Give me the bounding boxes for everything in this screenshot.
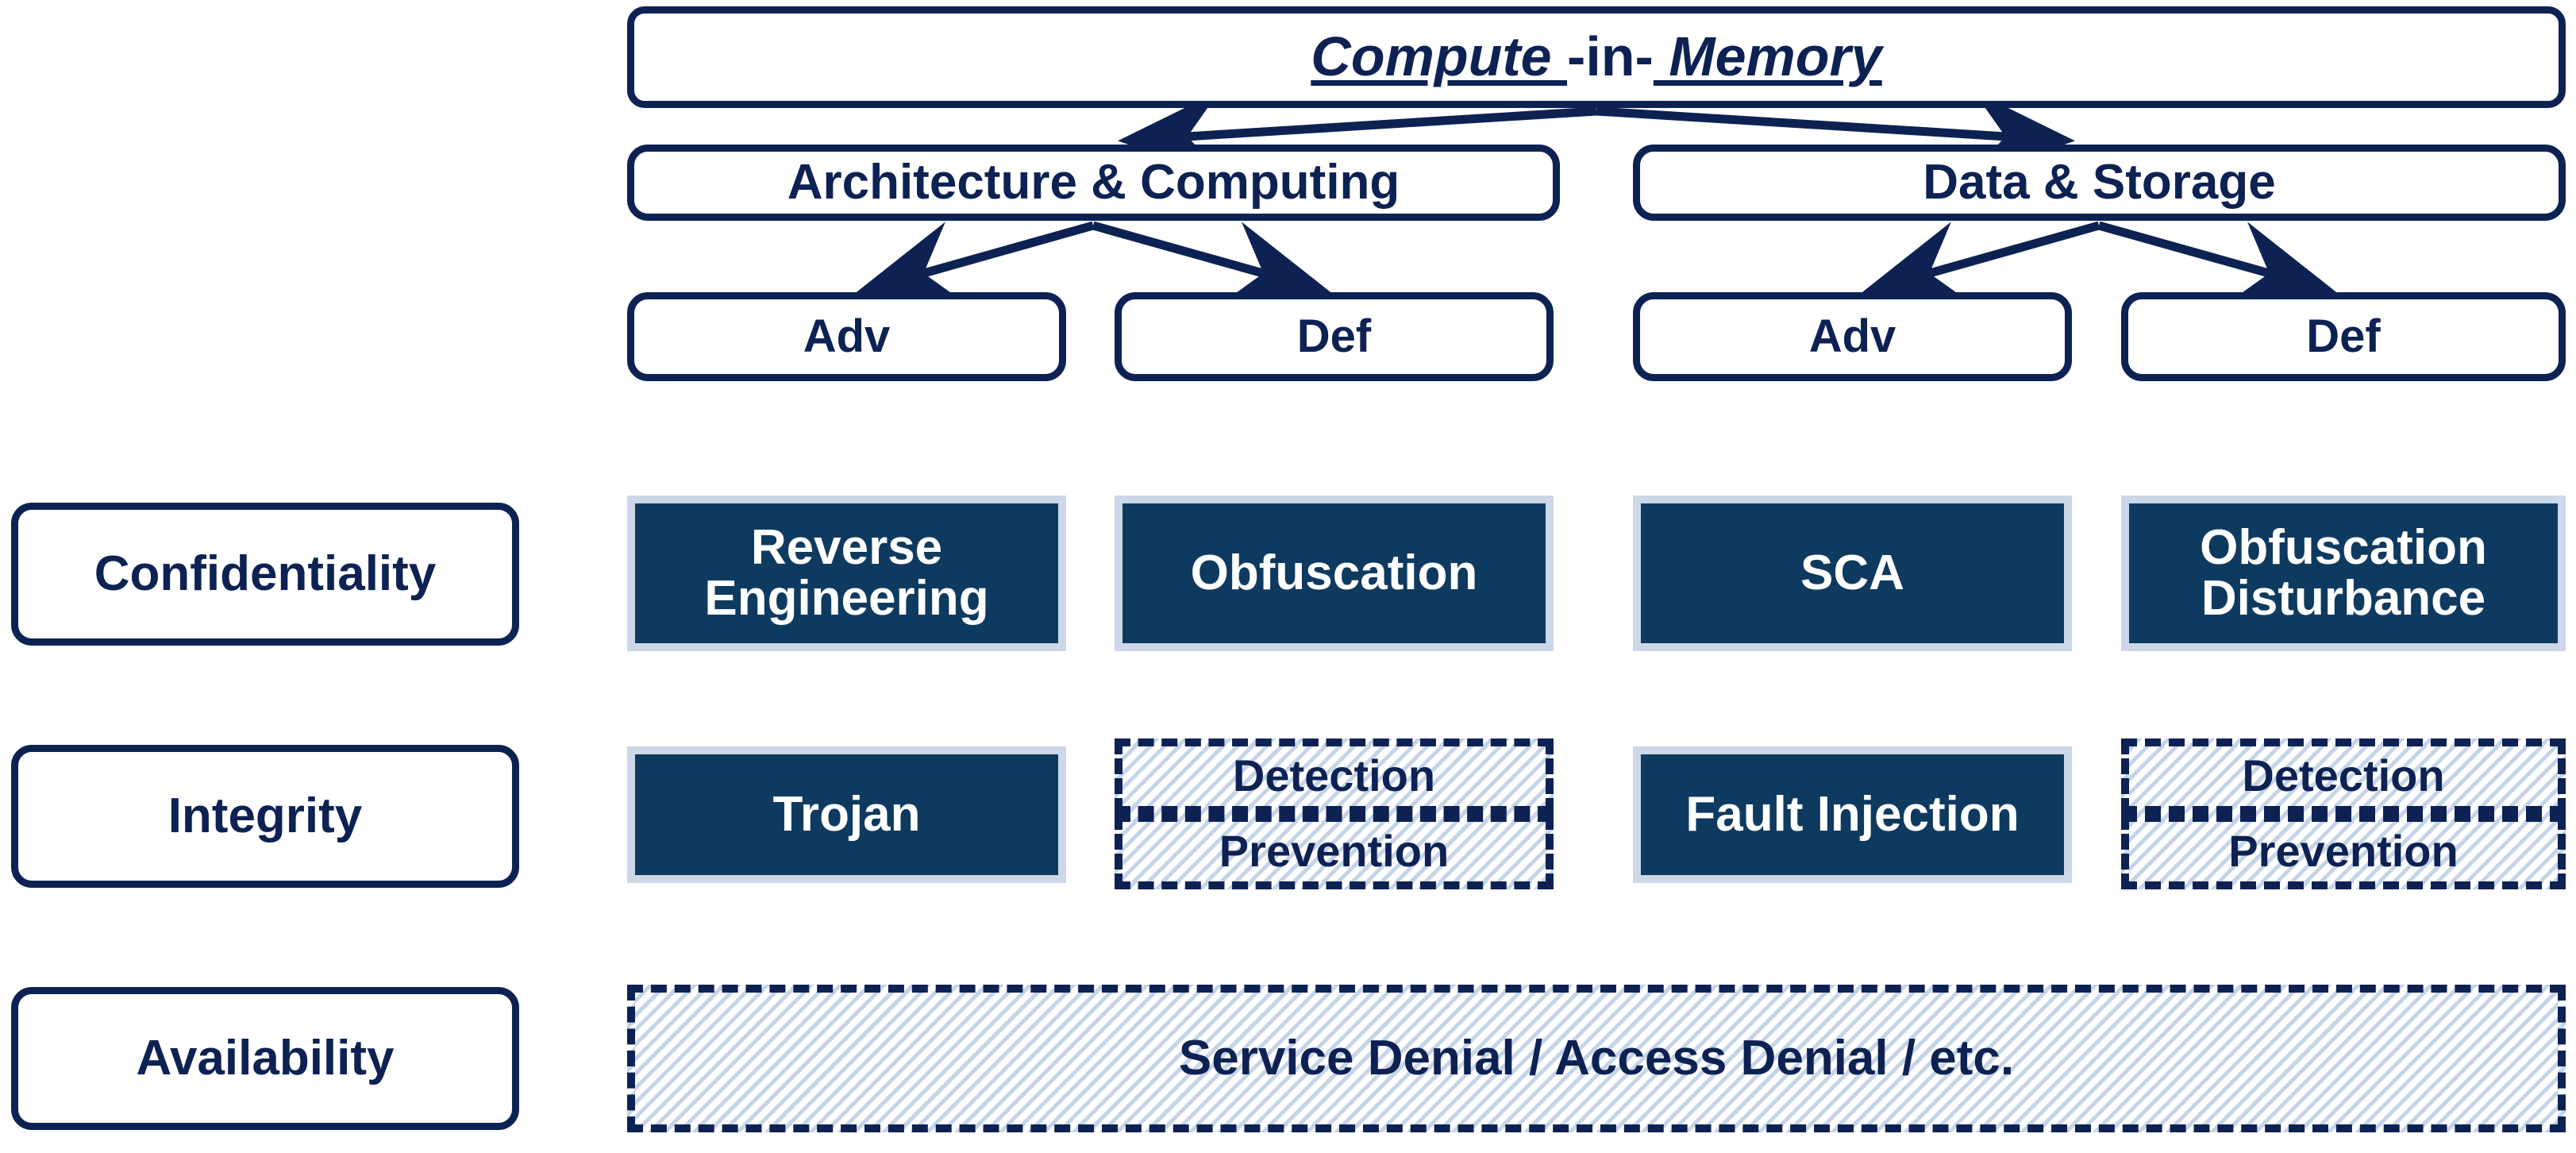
arrow-arch-to-roles	[856, 221, 1331, 307]
cell-integrity-arch-def-prevention: Prevention	[1115, 814, 1554, 889]
cell-confidentiality-arch-def: Obfuscation	[1115, 496, 1554, 651]
cell-confidentiality-data-adv: SCA	[1633, 496, 2072, 651]
cell-integrity-data-adv: Fault Injection	[1633, 746, 2072, 883]
role-arch-def: Def	[1115, 292, 1554, 381]
title-part-in: -in-	[1567, 25, 1654, 88]
cell-integrity-data-def: Detection Prevention	[2121, 738, 2566, 889]
arrow-data-to-roles	[1862, 221, 2337, 307]
role-data-adv: Adv	[1633, 292, 2072, 381]
page-title: Compute -in- Memory	[627, 6, 2566, 108]
title-part-memory: Memory	[1653, 25, 1882, 88]
branch-data-storage: Data & Storage	[1633, 145, 2566, 221]
cell-integrity-arch-def-detection: Detection	[1115, 738, 1554, 814]
cell-integrity-data-def-detection: Detection	[2121, 738, 2566, 814]
row-label-integrity: Integrity	[11, 745, 519, 888]
row-label-confidentiality: Confidentiality	[11, 503, 519, 646]
cell-confidentiality-arch-adv: Reverse Engineering	[627, 496, 1066, 651]
row-label-availability: Availability	[11, 987, 519, 1130]
role-data-def: Def	[2121, 292, 2566, 381]
role-arch-adv: Adv	[627, 292, 1066, 381]
cell-confidentiality-data-def: Obfuscation Disturbance	[2121, 496, 2566, 651]
cell-integrity-data-def-prevention: Prevention	[2121, 814, 2566, 889]
cell-integrity-arch-def: Detection Prevention	[1115, 738, 1554, 889]
arrow-title-to-branches	[1118, 91, 2075, 179]
title-part-compute: Compute	[1311, 25, 1568, 88]
branch-architecture-computing: Architecture & Computing	[627, 145, 1560, 221]
cell-integrity-arch-adv: Trojan	[627, 746, 1066, 883]
cell-availability-span: Service Denial / Access Denial / etc.	[627, 985, 2566, 1132]
